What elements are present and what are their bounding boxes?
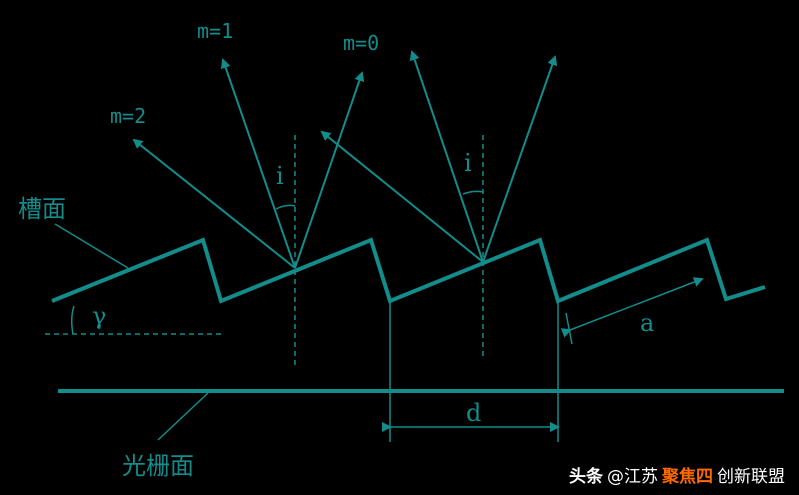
- label-i-left: i: [276, 162, 284, 190]
- grating-plane-leader: [157, 392, 209, 441]
- right-ray-wide: [320, 130, 484, 263]
- watermark-handle: @江苏: [607, 467, 658, 487]
- watermark-brand: 头条: [569, 467, 603, 487]
- label-gamma: γ: [92, 302, 106, 330]
- left-ray-m2: [132, 138, 296, 269]
- right-ray-steep: [482, 55, 558, 263]
- gamma-arc: [70, 305, 75, 335]
- sawtooth-profile: [51, 237, 766, 304]
- watermark-suffix: 创新联盟: [717, 467, 785, 487]
- label-groove-face: 槽面: [18, 195, 66, 223]
- label-a: a: [640, 309, 654, 337]
- label-m2: m=2: [110, 104, 146, 128]
- groove-face-leader: [54, 223, 129, 269]
- label-i-right: i: [464, 149, 472, 177]
- left-ray-m0: [294, 71, 365, 269]
- left-ray-m1: [220, 58, 296, 269]
- watermark-overlay: 聚焦四: [662, 467, 713, 487]
- watermark: 头条 @江苏 聚焦四 创新联盟: [569, 462, 785, 487]
- a-dimension-arrow: [560, 277, 704, 338]
- label-d: d: [466, 399, 481, 427]
- label-m0: m=0: [343, 31, 379, 55]
- right-ray-incident: [409, 50, 484, 263]
- a-extension-tick: [565, 312, 573, 345]
- right-angle-i-arc: [462, 190, 484, 195]
- label-m1: m=1: [197, 19, 233, 43]
- left-angle-i-arc: [275, 204, 296, 210]
- label-grating-plane: 光栅面: [122, 452, 194, 480]
